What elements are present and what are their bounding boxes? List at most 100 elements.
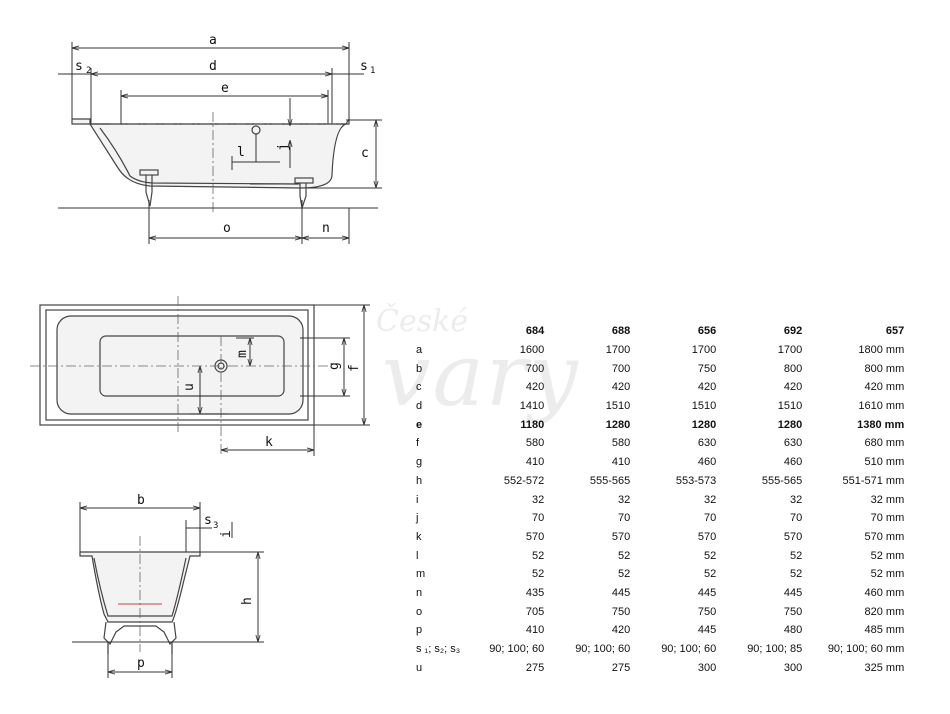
model-header: 692 — [783, 325, 803, 338]
row-label: i — [416, 493, 419, 506]
table-cell: 750 — [611, 605, 631, 618]
row-label: p — [416, 624, 423, 637]
table-cell: 750 — [783, 605, 803, 618]
label-e: e — [221, 81, 229, 96]
table-cell: 325 mm — [864, 661, 905, 674]
table-cell: 1510 — [777, 400, 803, 413]
table-cell: 570 — [611, 530, 631, 543]
table-cell: 300 — [783, 661, 803, 674]
table-cell: 420 — [697, 381, 717, 394]
table-cell: 820 mm — [864, 605, 905, 618]
table-cell: 52 — [618, 549, 631, 562]
table-cell: 52 — [704, 549, 717, 562]
table-cell: 445 — [611, 586, 631, 599]
model-header: 656 — [697, 325, 717, 338]
table-cell: 553-573 — [675, 474, 717, 487]
table-cell: 800 mm — [864, 362, 905, 375]
table-cell: 420 — [525, 381, 545, 394]
table-cell: 52 — [790, 549, 803, 562]
table-cell: 580 — [611, 437, 631, 450]
table-cell: 70 — [704, 512, 717, 525]
table-cell: 700 — [525, 362, 545, 375]
table-cell: 435 — [525, 586, 545, 599]
row-label: u — [416, 661, 423, 674]
table-cell: 275 — [525, 661, 545, 674]
tub-basin-outline — [56, 315, 304, 415]
foot-left — [139, 169, 159, 207]
table-cell: 555-565 — [589, 474, 631, 487]
label-j: j — [276, 143, 291, 151]
table-cell: 445 — [697, 624, 717, 637]
top-view: m u g f k — [30, 296, 370, 456]
label-b: b — [137, 493, 145, 508]
label-l: l — [237, 145, 245, 160]
table-cell: 1280 — [777, 418, 803, 431]
label-s2-sub: 2 — [86, 66, 91, 76]
label-n: n — [322, 221, 330, 236]
row-label: k — [416, 530, 422, 543]
row-label: o — [416, 605, 423, 618]
table-cell: 410 — [525, 456, 545, 469]
table-cell: 485 mm — [864, 624, 905, 637]
table-cell: 580 — [525, 437, 545, 450]
table-cell: 1510 — [691, 400, 717, 413]
table-cell: 300 — [697, 661, 717, 674]
row-label: d — [416, 400, 423, 413]
table-cell: 460 mm — [864, 586, 905, 599]
label-s3-sub: 3 — [213, 521, 218, 531]
table-cell: 52 — [618, 568, 631, 581]
side-view: a d s 2 s 1 e c l — [58, 33, 382, 244]
table-cell: 1700 — [691, 344, 717, 357]
table-cell: 750 — [697, 362, 717, 375]
table-cell: 1700 — [777, 344, 803, 357]
table-cell: 551-571 mm — [842, 474, 905, 487]
label-s1: s — [360, 59, 368, 74]
table-cell: 460 — [783, 456, 803, 469]
row-label: e — [416, 418, 423, 431]
table-cell: 1600 — [519, 344, 545, 357]
table-cell: 570 — [783, 530, 803, 543]
table-cell: 90; 100; 60 mm — [827, 643, 905, 656]
label-g: g — [327, 362, 342, 370]
label-h: h — [240, 597, 255, 605]
table-cell: 70 mm — [870, 512, 905, 525]
model-header: 657 — [885, 325, 905, 338]
model-header: 684 — [525, 325, 545, 338]
label-p: p — [137, 656, 145, 671]
table-cell: 52 — [532, 568, 545, 581]
table-cell: 445 — [697, 586, 717, 599]
table-cell: 410 — [611, 456, 631, 469]
label-a: a — [209, 33, 217, 48]
tub-outer-rim — [39, 304, 315, 426]
table-header-row: 684 688 656 692 657 — [410, 322, 906, 341]
table-cell: 1800 mm — [858, 344, 905, 357]
table-cell: 1410 — [519, 400, 545, 413]
label-s3: s — [204, 513, 212, 528]
label-c: c — [361, 146, 369, 161]
table-cell: 410 — [525, 624, 545, 637]
model-header: 688 — [611, 325, 631, 338]
label-d: d — [209, 59, 217, 74]
table-cell: 32 — [704, 493, 717, 506]
table-cell: 445 — [783, 586, 803, 599]
row-label: f — [416, 437, 420, 450]
table-cell: 32 mm — [870, 493, 905, 506]
row-label: g — [416, 456, 423, 469]
table-cell: 52 — [704, 568, 717, 581]
row-label: s ₁; s₂; s₃ — [416, 643, 461, 656]
table-cell: 420 — [783, 381, 803, 394]
table-cell: 1180 — [520, 418, 545, 431]
